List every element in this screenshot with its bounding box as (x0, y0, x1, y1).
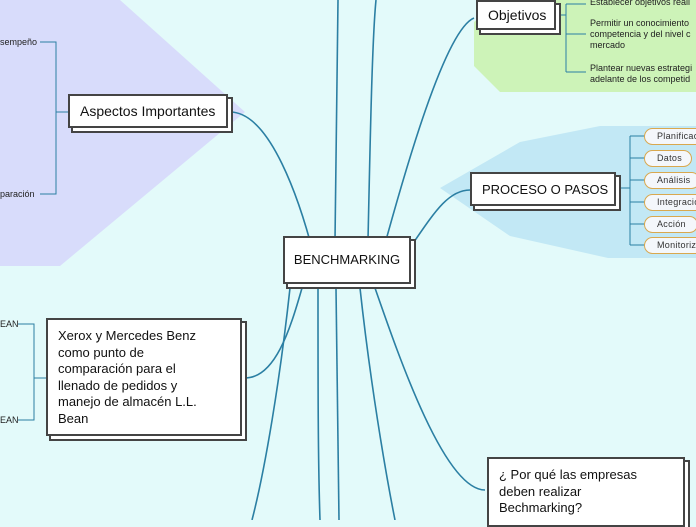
aspectos-item-1: sempeño (0, 37, 38, 47)
step-analisis[interactable]: Análisis (644, 172, 696, 189)
aspectos-label: Aspectos Importantes (80, 103, 216, 119)
objetivos-item-1: Establecer objetivos reali (590, 0, 691, 7)
aspectos-zone (0, 0, 245, 266)
step-datos[interactable]: Datos (644, 150, 692, 167)
node-por-que-benchmarking[interactable]: ¿ Por qué las empresas deben realizar Be… (487, 457, 685, 527)
connector-lines (229, 0, 486, 520)
objetivos-label: Objetivos (488, 7, 547, 23)
objetivos-item-2b: competencia y del nivel c (590, 29, 691, 39)
xerox-line-1: Xerox y Mercedes Benz (58, 328, 197, 343)
step-integracion[interactable]: Integració (644, 194, 696, 211)
xerox-line-6: Bean (58, 410, 89, 426)
aspectos-item-2: paración (0, 189, 35, 199)
xerox-item-1: EAN (0, 319, 19, 329)
objetivos-item-2c: mercado (590, 40, 626, 50)
xerox-item-2: EAN (0, 415, 19, 425)
objetivos-item-3a: Plantear nuevas estrategi (590, 63, 693, 73)
porque-line-3: Bechmarking? (499, 500, 583, 515)
objetivos-item-2a: Permitir un conocimiento (590, 18, 690, 28)
porque-line-2: deben realizar (499, 483, 582, 499)
node-aspectos-importantes[interactable]: Aspectos Importantes (68, 94, 228, 128)
node-xerox-mercedes-benz[interactable]: Xerox y Mercedes Benz como punto de comp… (46, 318, 242, 436)
step-accion[interactable]: Acción (644, 216, 696, 233)
objetivos-leaf-lines (550, 3, 586, 73)
xerox-line-2: como punto de (58, 344, 145, 360)
xerox-line-4: llenado de pedidos y (58, 377, 178, 393)
node-objetivos[interactable]: Objetivos (476, 0, 556, 30)
proceso-label: PROCESO O PASOS (482, 182, 609, 197)
aspectos-leaf-lines (40, 41, 68, 195)
objetivos-item-3b: adelante de los competid (590, 74, 691, 84)
central-topic-label: BENCHMARKING (293, 252, 401, 267)
xerox-leaf-lines (18, 323, 46, 421)
central-topic-benchmarking[interactable]: BENCHMARKING (283, 236, 411, 284)
node-proceso-o-pasos[interactable]: PROCESO O PASOS (470, 172, 616, 206)
step-monitorizacion[interactable]: Monitoriza (644, 237, 696, 254)
xerox-line-3: comparación para el (58, 361, 176, 376)
step-planificacion[interactable]: Planificaci (644, 128, 696, 145)
xerox-line-5: manejo de almacén L.L. (58, 394, 197, 409)
porque-line-1: ¿ Por qué las empresas (499, 467, 638, 482)
proceso-leaf-lines (616, 135, 645, 246)
